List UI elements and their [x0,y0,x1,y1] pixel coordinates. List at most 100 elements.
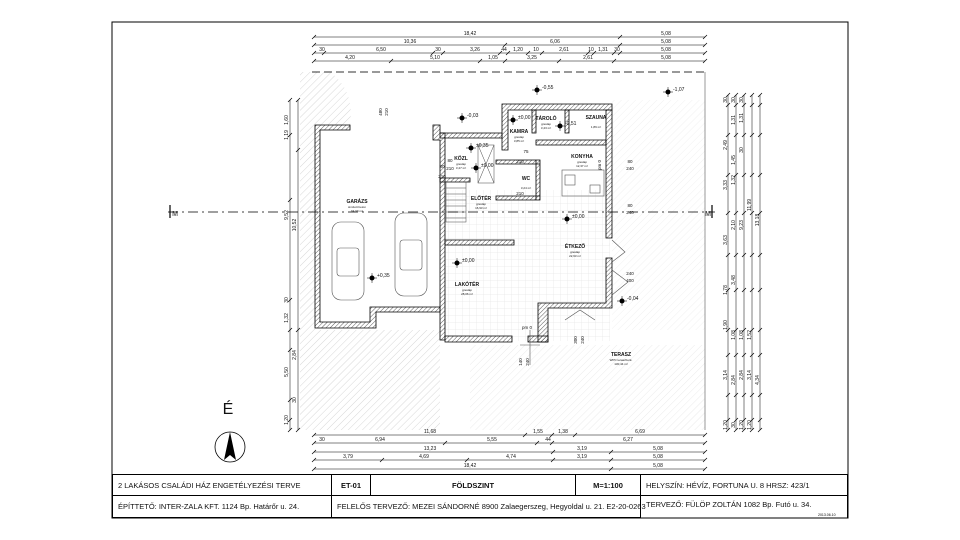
dimension-value: 30 [284,297,290,303]
dimension-tick [749,417,755,423]
dimension-tick [757,417,763,423]
dimension-tick [287,197,293,203]
sheet-frame [111,21,849,519]
dimension-tick [757,132,763,138]
dimension-tick [287,132,293,138]
room-area: 1,89 m² [591,125,601,129]
dimension-tick [287,297,293,303]
dimension-value: 3,63 [723,235,729,245]
dimension-tick [757,427,763,433]
dimension-tick [741,102,747,108]
level-value: -1,07 [673,87,685,93]
dimension-tick [725,327,731,333]
dimension-tick [311,58,317,64]
dimension-value: 1,52 [747,330,753,340]
dimension-tick [702,457,708,463]
room-label: KÖZL [454,155,468,162]
room-floor-material: greslap [577,160,587,164]
dimension-tick [733,172,739,178]
dimension-value: 30 [739,97,745,103]
level-marker-cross [562,214,572,224]
dimension-value: 2,61 [559,47,569,53]
living-floor-tiles [445,243,610,341]
dimension-tick [311,457,317,463]
room-area: 3,85 m² [514,139,524,143]
dimension-value: 3,19 [577,454,587,460]
inner-dimension: 80 [439,164,445,169]
dimension-tick [749,287,755,293]
level-value: -0,03 [467,113,479,119]
dimension-value: 4,20 [345,55,355,61]
dimension-value: 5,08 [653,454,663,460]
dimension-value: 1,38 [558,429,568,435]
dimension-value: 2,84 [739,370,745,380]
level-marker-cross [471,163,481,173]
dimension-tick [522,432,528,438]
room-label: LAKÓTÉR [455,280,480,288]
section-mark-right: M [705,211,711,218]
dimension-tick [497,50,503,56]
project-title: 2 LAKÁSOS CSALÁDI HÁZ ENGETÉLYEZÉSI TERV… [112,474,332,496]
dimension-tick [741,172,747,178]
inner-dimension: 210 [516,191,524,196]
dimension-tick [702,50,708,56]
dimension-tick [608,449,614,455]
dimension-value: 1,05 [488,55,498,61]
dimension-tick [757,102,763,108]
level-value: -0,04 [627,296,639,302]
dimension-tick [757,352,763,358]
dimension-value: 18,42 [464,463,477,469]
dimension-tick [702,42,708,48]
room-floor-material: greslap [541,122,551,126]
room-label: TÁROLÓ [535,114,556,122]
dimension-value: 30 [319,437,325,443]
dimension-tick [311,440,317,446]
dimension-value: 4,69 [419,454,429,460]
inner-dimension: pm 0 [522,325,533,330]
inner-dimension: 210 [446,166,454,171]
staircase [445,144,495,223]
inner-dimension: 140 [518,358,523,366]
room-area: 28,06 m² [461,292,473,296]
dimension-value: 3,79 [343,454,353,460]
level-marker-cross [466,143,476,153]
inner-dimension: 210 [516,159,524,164]
level-value: ±0,00 [462,258,475,264]
dimension-value: 1,08 [739,330,745,340]
dimension-tick [477,58,483,64]
dimension-tick [295,97,301,103]
dimension-tick [741,392,747,398]
level-value: -0,51 [565,121,577,127]
dimension-value: 10 [533,47,539,53]
dimension-value: 30 [723,97,729,103]
dimension-tick [741,427,747,433]
level-value: ±0,00 [481,163,494,169]
dimension-value: 10,36 [404,39,417,45]
dimension-value: 6,06 [550,39,560,45]
dimension-tick [757,392,763,398]
room-label: ELŐTÉR [471,194,492,202]
level-value: ±0,00 [572,214,585,220]
responsible-designer: FELELŐS TERVEZŐ: MEZEI SÁNDORNÉ 8900 Zal… [331,495,646,518]
inner-dimension: 240 [626,271,634,276]
dimension-value: 2,61 [583,55,593,61]
dimension-tick [702,432,708,438]
dimension-value: 1,55 [533,429,543,435]
dimension-tick [295,147,301,153]
dimension-value: 30 [731,97,737,103]
dimension-tick [549,432,555,438]
dimension-value: 1,20 [284,415,290,425]
level-marker-cross [452,258,462,268]
dimension-value: 5,08 [653,446,663,452]
level-marker-cross [532,85,542,95]
dimension-tick [733,287,739,293]
dimension-tick [725,427,731,433]
terrace-door-swings [520,239,629,365]
dimension-value: 1,32 [731,175,737,185]
dimension-tick [733,327,739,333]
dimension-tick [733,92,739,98]
dimension-tick [741,210,747,216]
dimension-tick [311,432,317,438]
dimension-value: 5,10 [430,55,440,61]
dimension-value: 1,20 [513,47,523,53]
